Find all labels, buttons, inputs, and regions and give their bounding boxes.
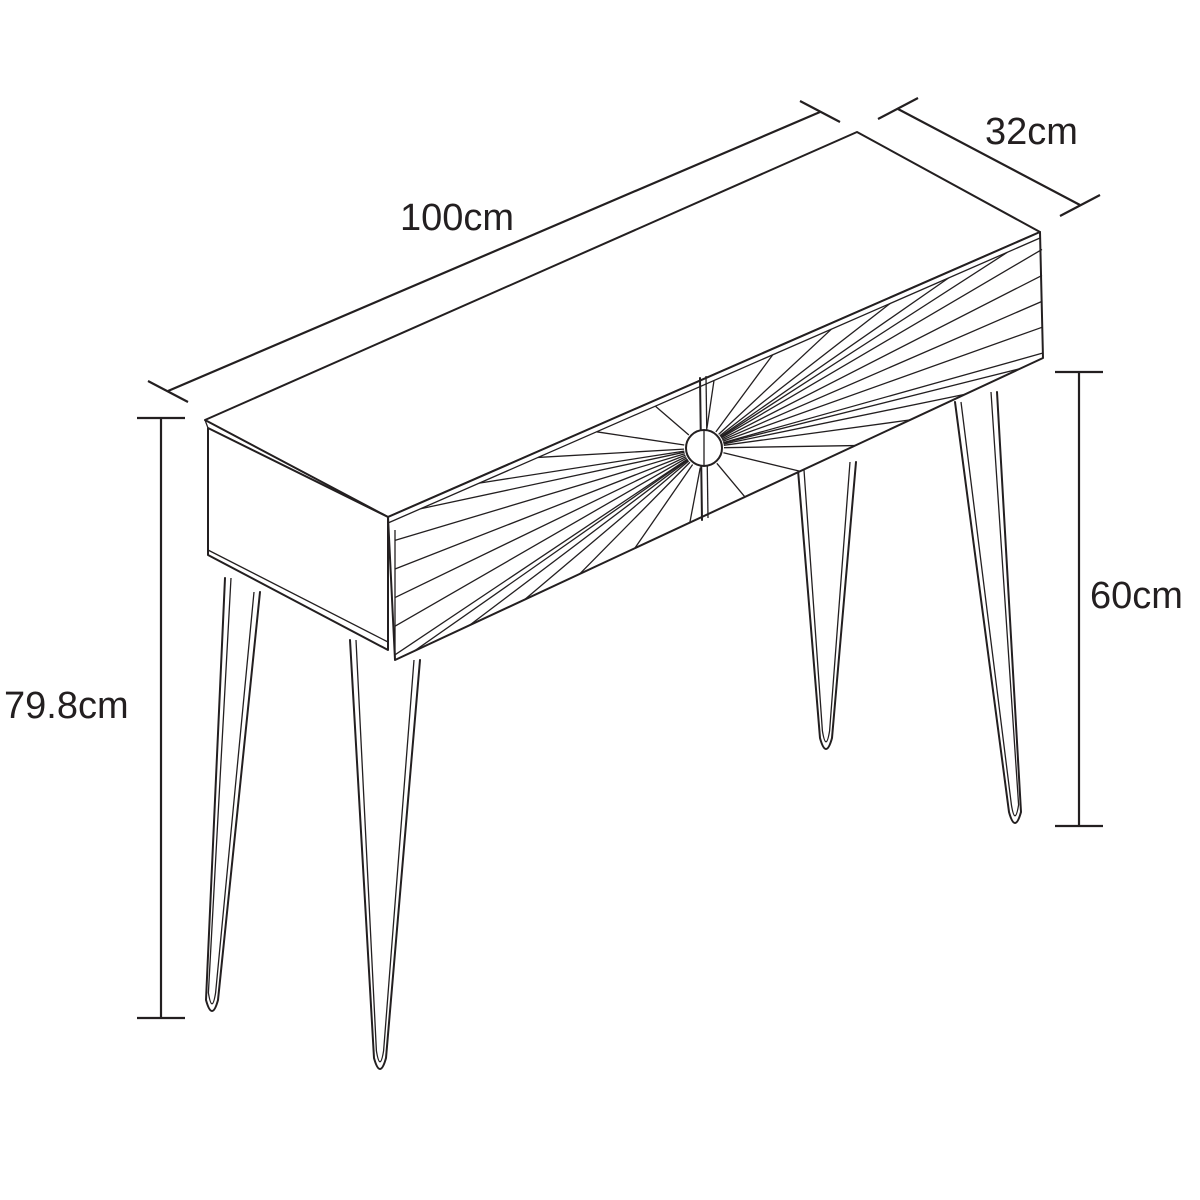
sunburst-ray (720, 248, 1043, 439)
sunburst-ray (394, 458, 688, 656)
depth-label: 32cm (985, 111, 1078, 153)
sunburst-ray (720, 251, 1008, 438)
sunburst-ray (718, 328, 832, 435)
sunburst-ray (689, 467, 701, 523)
sunburst-ray (537, 448, 685, 459)
sunburst-ray (634, 464, 694, 549)
side-panel (207, 427, 389, 651)
leg-4 (960, 391, 1020, 817)
sunburst-ray (720, 277, 950, 438)
sunburst-ray (719, 303, 891, 437)
sunburst-ray (723, 393, 966, 445)
drawer-knob (685, 429, 723, 467)
sunburst-ray (721, 274, 1043, 440)
leg-3 (797, 461, 857, 750)
sunburst-ray (722, 326, 1043, 442)
sunburst-ray (723, 419, 911, 446)
total-height-dimension: 79.8cm (4, 416, 185, 1020)
sunburst-ray (479, 450, 685, 484)
leg-4 (954, 391, 1022, 824)
leg-1 (205, 577, 261, 1012)
sunburst-ray (722, 300, 1043, 441)
depth-dimension: 32cm (877, 97, 1101, 217)
sunburst-ray (723, 367, 1021, 444)
sunburst-ray (394, 457, 687, 627)
sunburst-ray (723, 444, 856, 449)
sunburst-ray (469, 459, 689, 626)
width-dimension: 100cm (147, 100, 841, 403)
sunburst-ray (654, 405, 690, 436)
sunburst-ray (420, 451, 685, 510)
sunburst-ray (394, 454, 686, 570)
leg-height-dimension: 60cm (1055, 370, 1183, 828)
width-label: 100cm (400, 197, 514, 239)
hairpin-legs (205, 391, 1022, 1070)
sunburst-ray (524, 460, 690, 601)
leg-height-label: 60cm (1090, 575, 1183, 617)
sunburst-ray (715, 354, 774, 433)
sunburst-ray (723, 452, 801, 472)
sunburst-ray (596, 431, 685, 446)
cabinet (204, 131, 1044, 661)
total-height-label: 79.8cm (4, 685, 129, 727)
leg-3 (803, 461, 851, 743)
leg-2 (349, 639, 421, 1070)
sunburst-ray (706, 380, 715, 429)
leg-1 (207, 577, 255, 1005)
leg-2 (355, 639, 415, 1063)
sunburst-ray (579, 461, 691, 575)
sunburst-ray (716, 462, 746, 498)
sunburst-ray (394, 456, 687, 599)
sunburst-ray (394, 453, 686, 542)
sunburst-ray (723, 352, 1043, 444)
sunburst-pattern (394, 248, 1043, 656)
sunburst-ray (414, 458, 688, 652)
